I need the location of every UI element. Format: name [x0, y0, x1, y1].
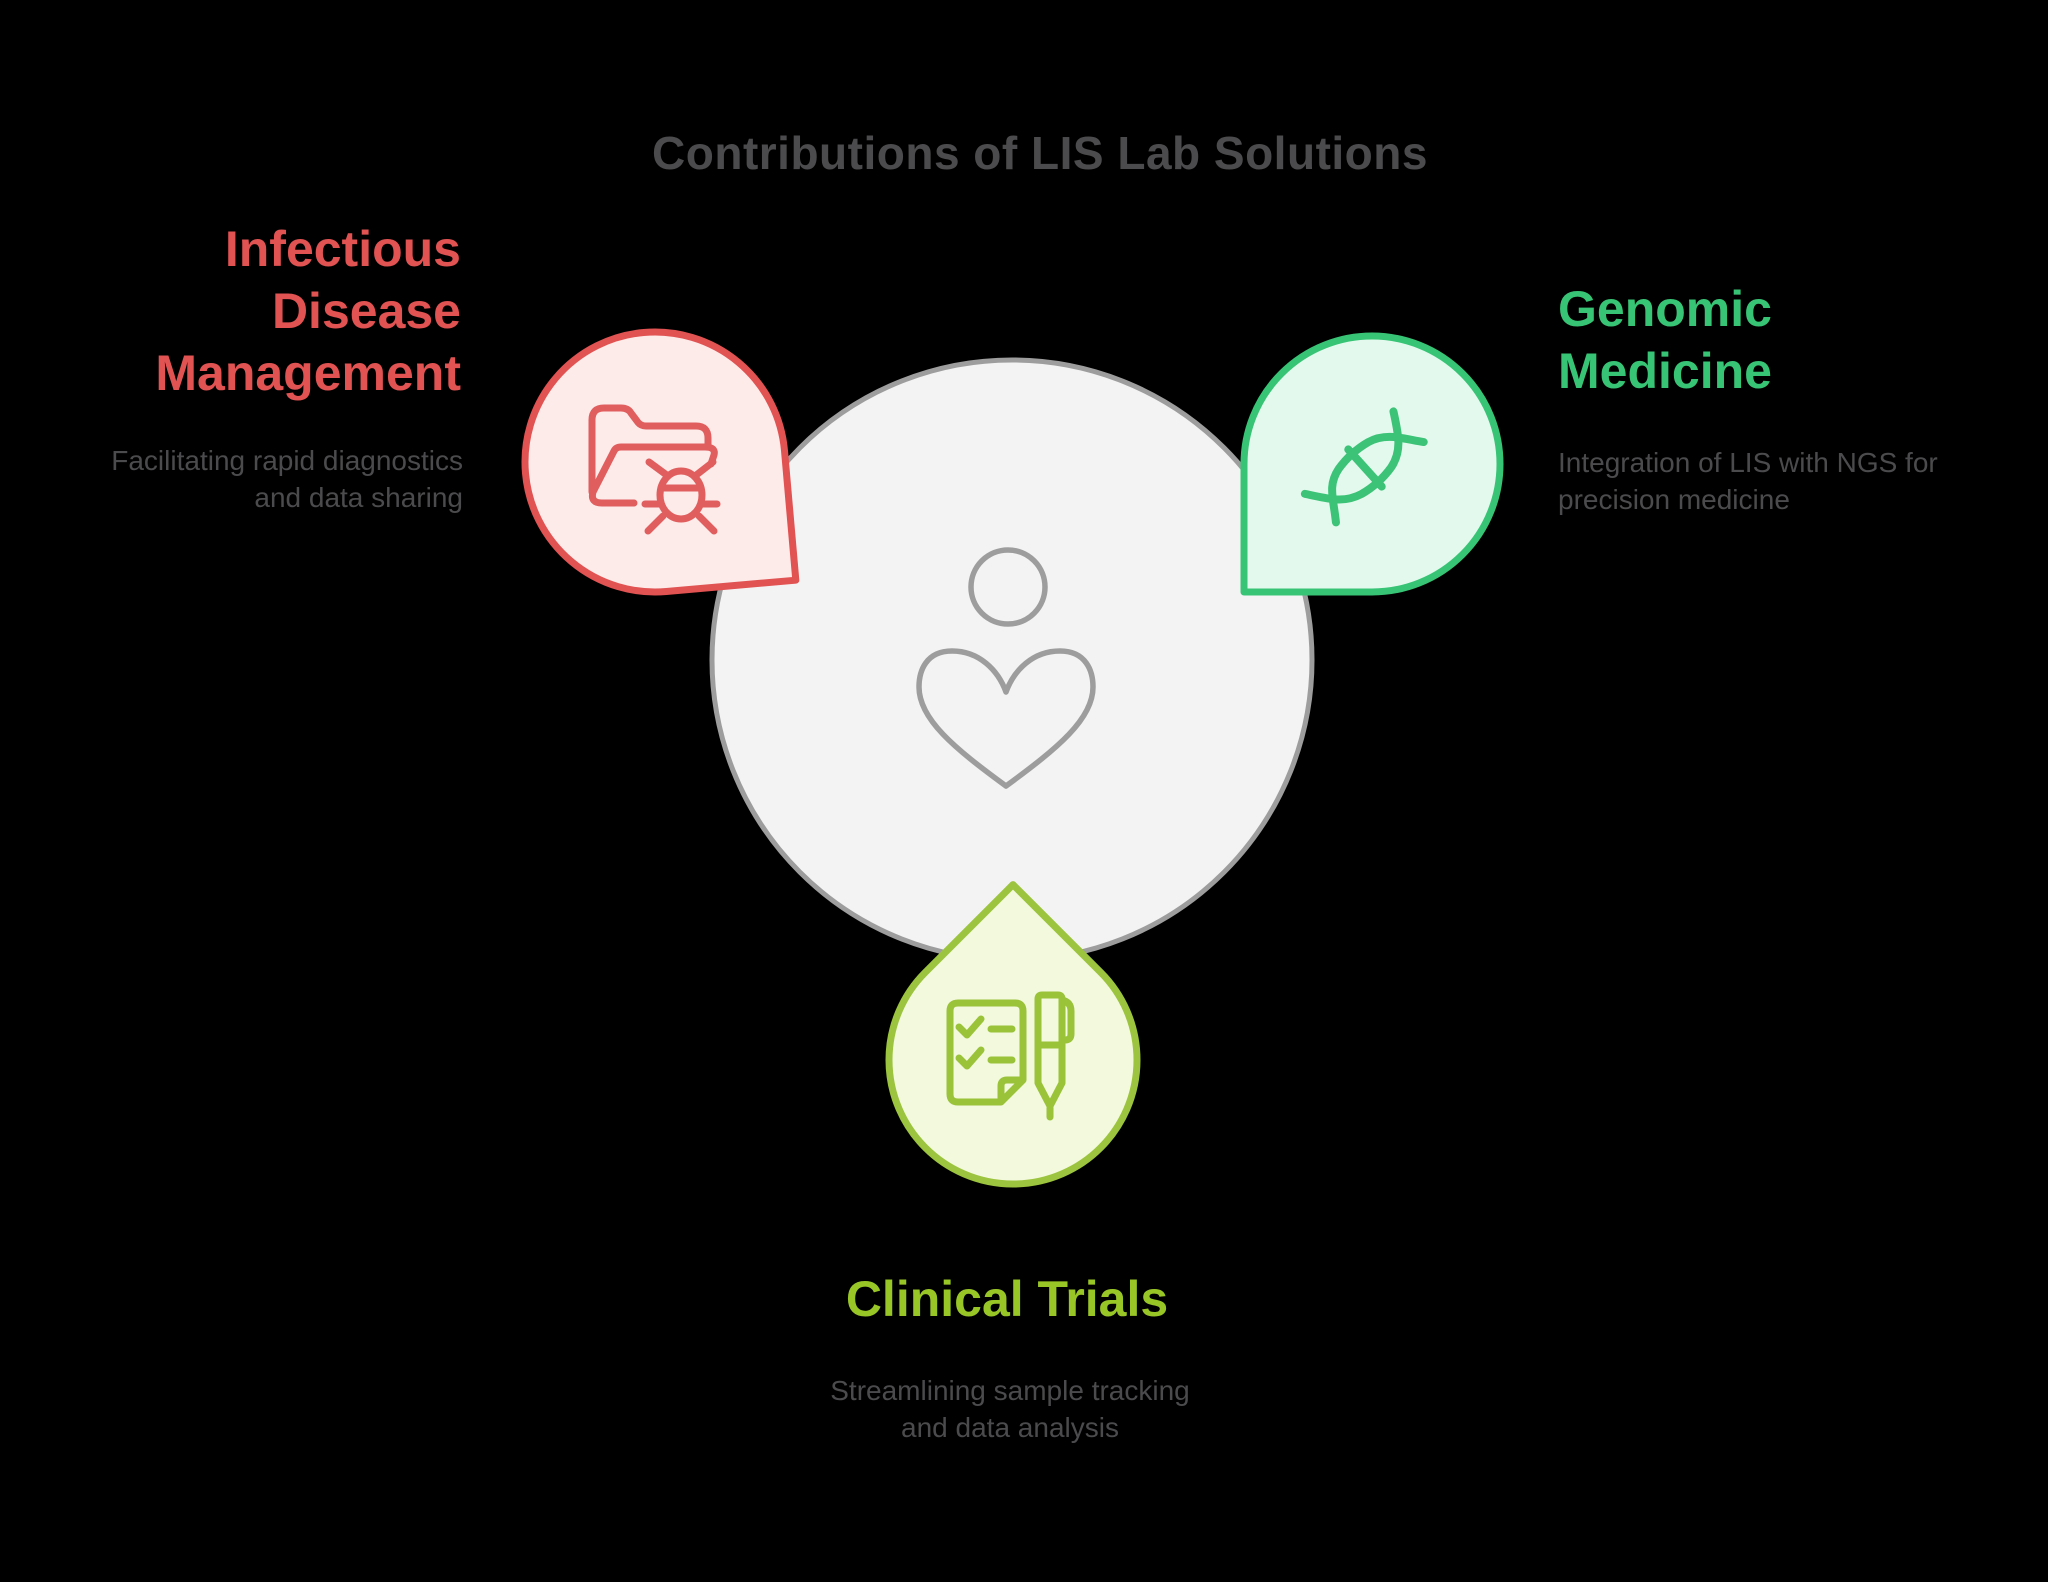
page-title: Contributions of LIS Lab Solutions	[652, 127, 1428, 179]
clinical-bubble	[885, 881, 1141, 1188]
infectious-bubble	[521, 328, 800, 596]
node-heading-genomic-medicine: Genomic Medicine	[1558, 281, 1772, 399]
folder-bug-icon	[588, 404, 721, 535]
node-heading-infectious-disease-management: Infectious Disease Management	[155, 221, 461, 401]
checklist-pen-icon	[946, 991, 1075, 1121]
central-circle	[709, 357, 1315, 963]
dna-icon	[1300, 407, 1428, 527]
node-description-genomic-medicine: Integration of LIS with NGS for precisio…	[1558, 447, 1938, 515]
person-heart-icon	[916, 547, 1096, 789]
node-heading-clinical-trials: Clinical Trials	[845, 1271, 1169, 1327]
node-description-infectious-disease-management: Facilitating rapid diagnostics and data …	[111, 445, 463, 513]
genomic-bubble	[1240, 332, 1504, 596]
node-description-clinical-trials: Streamlining sample tracking and data an…	[830, 1375, 1190, 1443]
